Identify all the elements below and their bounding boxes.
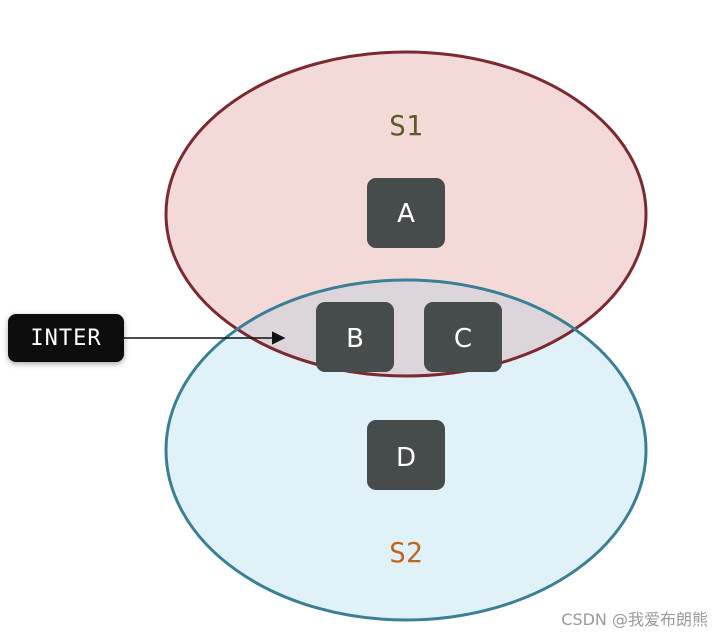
- element-d: D: [367, 420, 445, 490]
- element-b: B: [316, 302, 394, 372]
- element-d-box: [367, 420, 445, 490]
- element-a: A: [367, 178, 445, 248]
- element-c-label: C: [454, 324, 472, 354]
- element-d-label: D: [396, 443, 416, 473]
- set-s1-outline: [164, 50, 648, 378]
- element-b-label: B: [346, 324, 364, 354]
- element-b-box: [316, 302, 394, 372]
- inter-tag: INTER: [8, 314, 124, 362]
- element-c-box: [424, 302, 502, 372]
- watermark: CSDN @我爱布朗熊: [561, 610, 708, 629]
- element-a-label: A: [397, 199, 415, 229]
- set-s1-label: S1: [389, 109, 423, 142]
- element-a-box: [367, 178, 445, 248]
- set-s2-outline: [164, 278, 648, 622]
- element-c: C: [424, 302, 502, 372]
- set-s2-label: S2: [389, 536, 423, 569]
